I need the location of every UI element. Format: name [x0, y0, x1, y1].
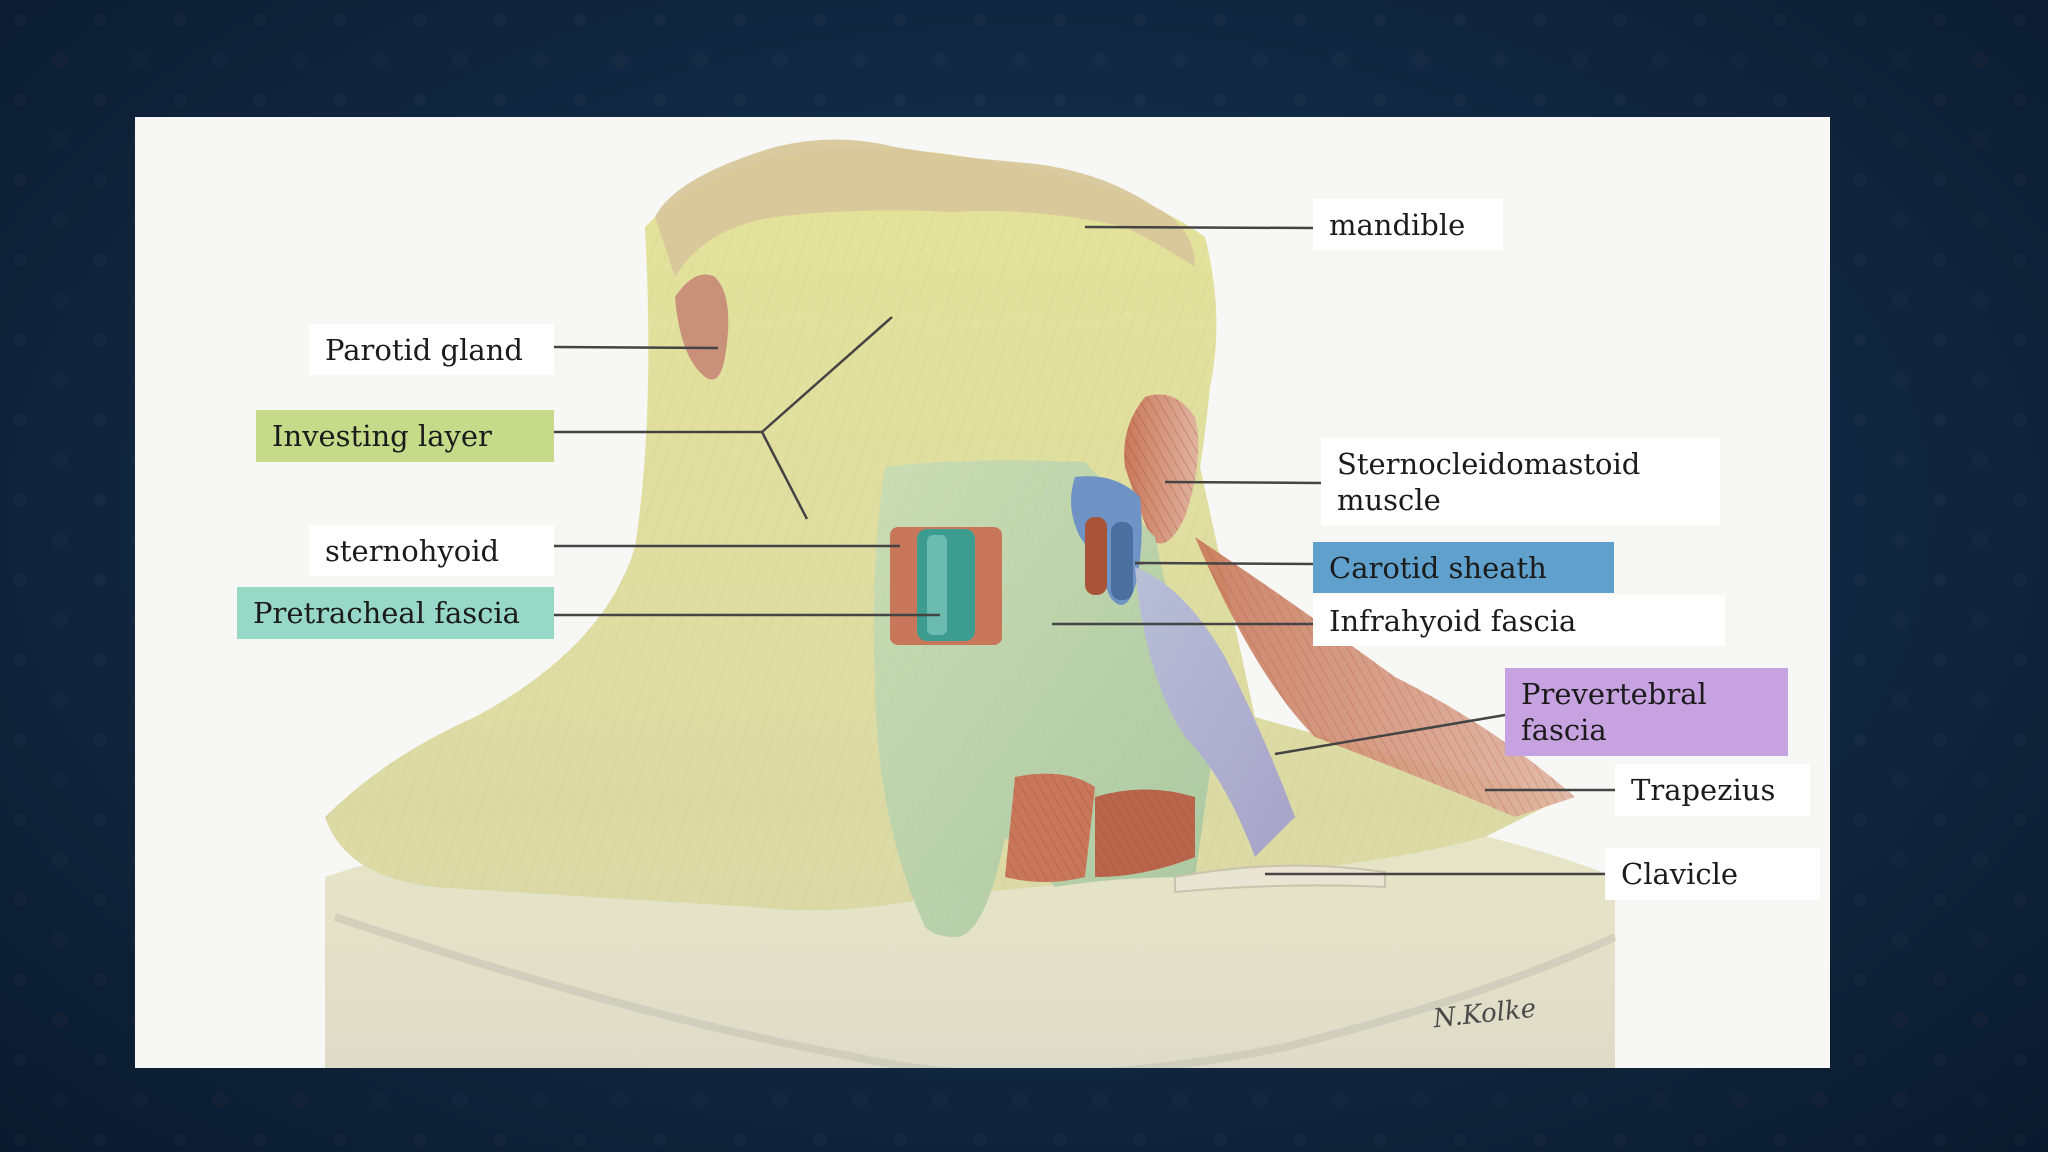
label-parotid-gland: Parotid gland — [309, 324, 554, 375]
leader-lines — [553, 225, 1615, 876]
label-prevertebral-fascia: Prevertebral fascia — [1505, 668, 1788, 756]
label-clavicle: Clavicle — [1605, 848, 1820, 900]
leader-mandible — [1084, 225, 1314, 230]
label-sternocleidomastoid: Sternocleidomastoid muscle — [1321, 438, 1720, 525]
label-infrahyoid-fascia: Infrahyoid fascia — [1313, 595, 1725, 646]
jugular-vein-shape — [1111, 522, 1133, 600]
illustration-panel: N.Kolke mandible Parotid gland Investing… — [135, 117, 1830, 1068]
carotid-artery-shape — [1085, 517, 1107, 595]
sternocleidomastoid-fibers — [1124, 394, 1199, 544]
neck-anatomy-illustration — [325, 139, 1617, 1068]
mandible-shape — [655, 139, 1195, 277]
label-mandible: mandible — [1313, 199, 1503, 250]
leader-carotid — [1134, 561, 1314, 566]
clavicle-shape — [1174, 864, 1386, 894]
chest-shadow-shape — [333, 913, 1617, 1068]
leader-parotid — [553, 345, 719, 350]
leader-scm — [1164, 480, 1322, 485]
trachea-highlight — [927, 535, 947, 635]
parotid-gland-shape — [675, 274, 729, 380]
leader-prevertebral — [1274, 713, 1506, 756]
trapezius-fibers — [1195, 537, 1575, 817]
label-carotid-sheath: Carotid sheath — [1313, 542, 1614, 593]
label-pretracheal-fascia: Pretracheal fascia — [237, 587, 554, 639]
label-trapezius: Trapezius — [1615, 764, 1810, 816]
lower-muscle-fibers — [1005, 773, 1195, 882]
label-sternohyoid: sternohyoid — [309, 525, 554, 576]
prevertebral-fascia-shape — [1135, 567, 1295, 857]
label-investing-layer: Investing layer — [256, 410, 554, 462]
